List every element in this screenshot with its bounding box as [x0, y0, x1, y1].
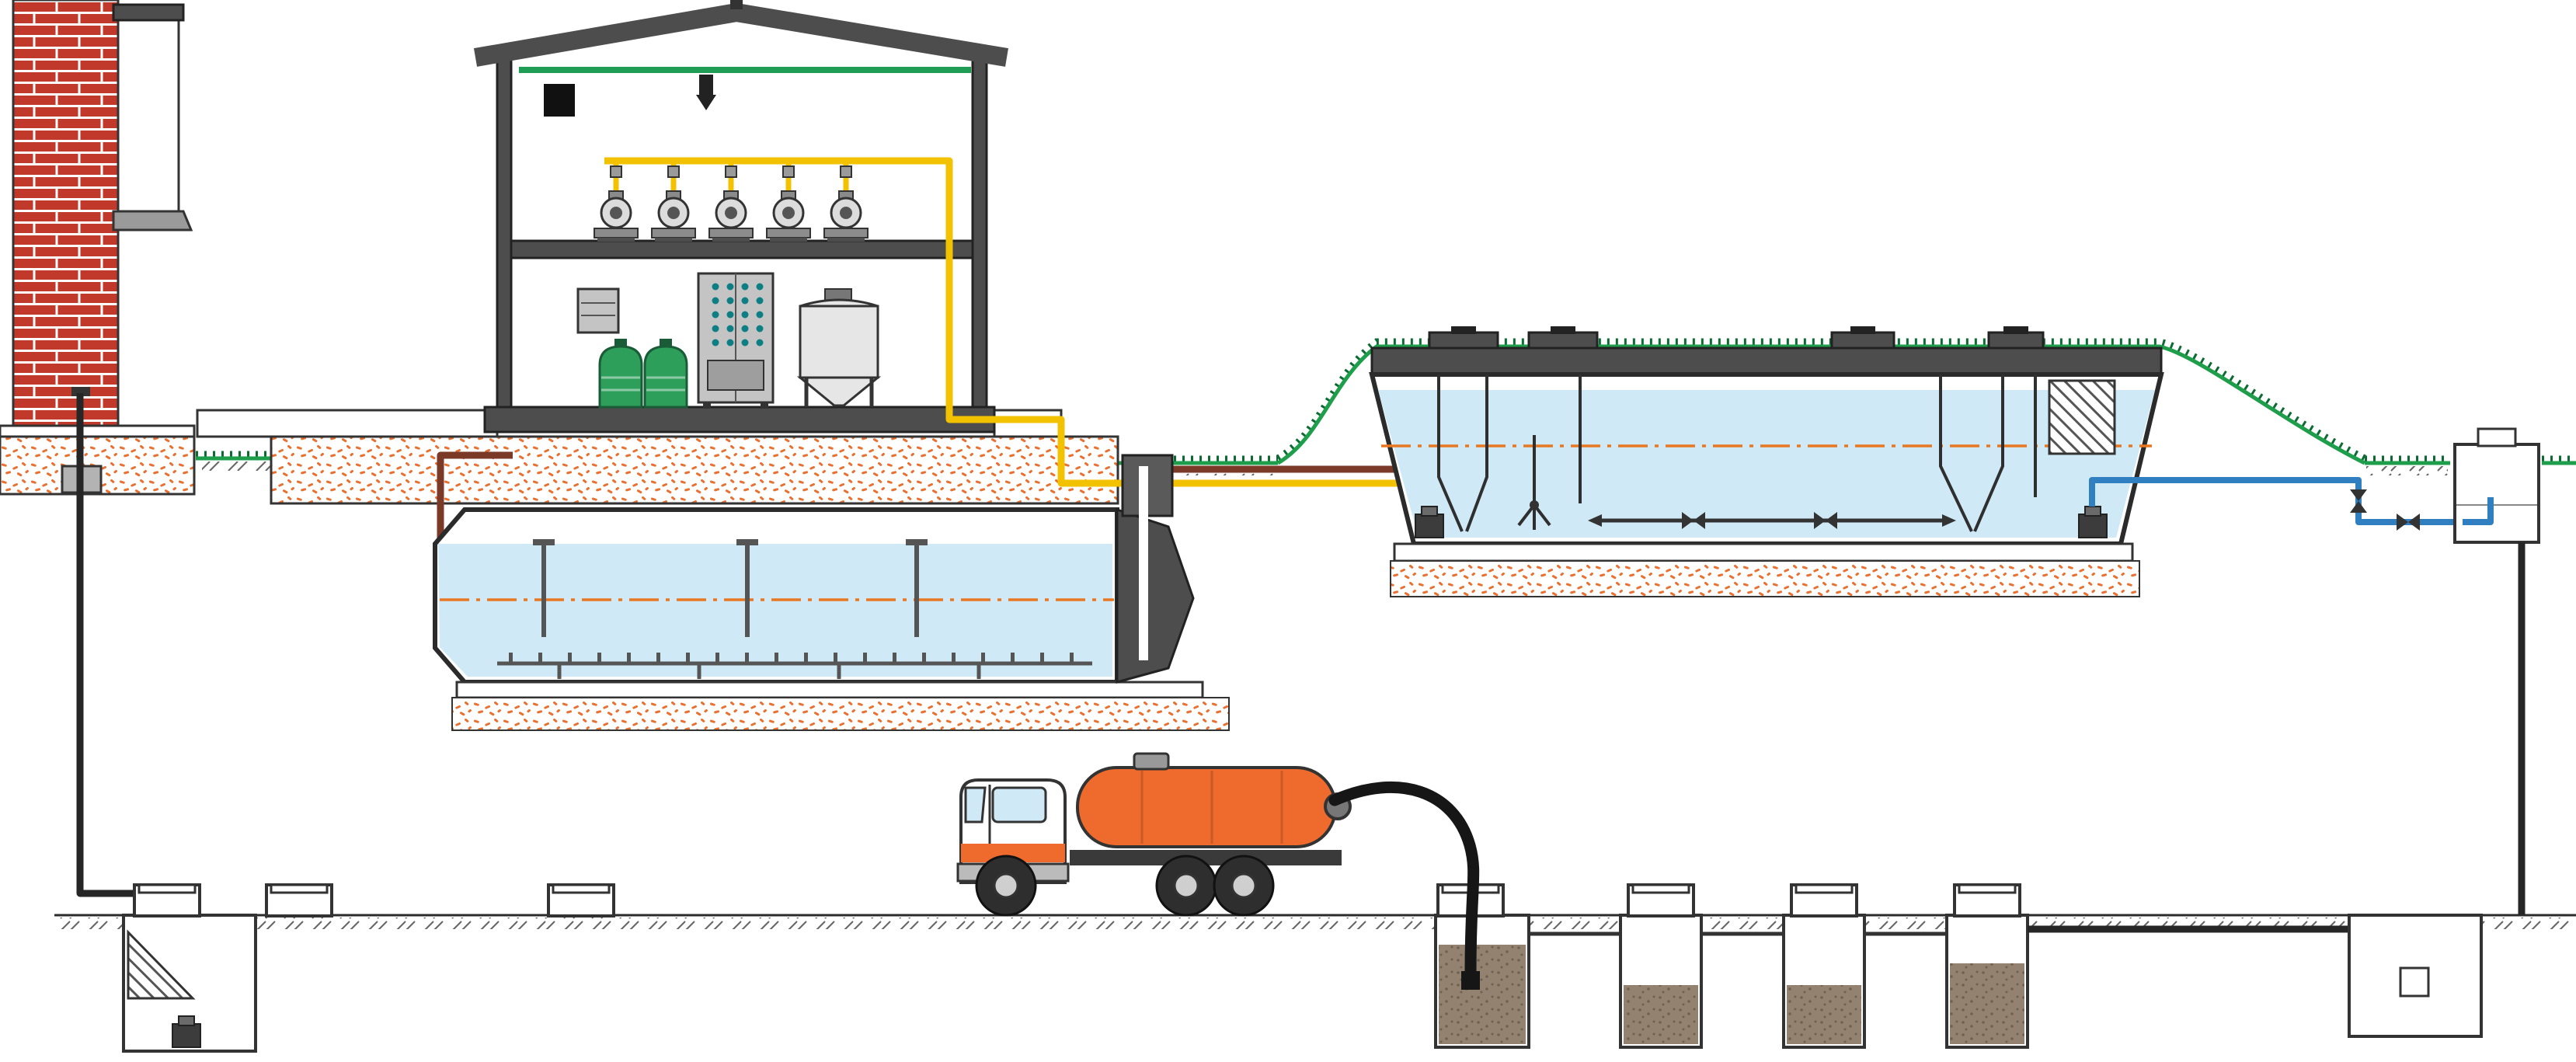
manhole-collar — [133, 883, 201, 917]
ceiling-valve — [696, 75, 716, 110]
electrical-box — [544, 84, 575, 117]
soil-hatch-right — [2366, 466, 2448, 475]
chimney-annex-tower — [117, 16, 180, 213]
cabinet-buttons — [705, 281, 766, 353]
blower-building — [196, 0, 1408, 547]
outlet-structure — [2089, 427, 2540, 1038]
downpipe-flange — [71, 387, 90, 396]
manhole-collar — [1790, 883, 1858, 917]
mixer-body — [799, 305, 879, 379]
effluent-valve-1 — [2350, 489, 2367, 513]
vacuum-truck — [956, 752, 1480, 990]
outlet-chamber-body — [2453, 443, 2540, 544]
right-discharge-chamber — [2348, 914, 2483, 1038]
inlet-pipe-to-primary-tank — [437, 451, 513, 547]
mixing-tank — [796, 288, 882, 407]
side-window — [991, 786, 1047, 823]
annex-cap — [112, 3, 185, 22]
bar-screen — [127, 929, 196, 1000]
tank-ribs — [601, 376, 685, 392]
sludge-fill-1 — [1439, 945, 1526, 1044]
primary-settling-tank — [433, 454, 1408, 731]
aeration-supports — [557, 665, 981, 679]
primary-tank-slab — [455, 681, 1204, 699]
primary-tank-water — [438, 544, 1112, 677]
lamella-separator — [2048, 379, 2116, 455]
outlet-internal-pipe — [2463, 497, 2494, 525]
tank-hatch — [1133, 752, 1170, 771]
building-left-wall — [496, 45, 513, 434]
sludge-fill-4 — [1950, 963, 2024, 1044]
annex-ledge — [112, 210, 193, 232]
effluent-valve-2 — [2397, 514, 2420, 531]
cabinet-lower-panel — [707, 360, 764, 391]
manhole-collar — [547, 883, 615, 917]
suction-hose — [1328, 781, 1480, 979]
chemical-tanks — [598, 339, 688, 409]
platform-block-right — [993, 409, 1063, 438]
primary-tank-gravel — [451, 697, 1230, 731]
roof-vent — [730, 0, 743, 9]
building-roof — [473, 2, 1008, 67]
submersible-mixer — [1517, 435, 1551, 530]
grass-tufts-mound — [1276, 338, 2367, 462]
building-foundation-gravel — [270, 435, 1119, 505]
building-right-wall — [971, 45, 988, 434]
building-floor-slab — [483, 406, 996, 434]
discharge-chamber-sump — [2399, 966, 2430, 998]
sludge-fill-3 — [1787, 985, 1861, 1044]
building-mid-slab — [510, 239, 974, 259]
aeration-tank-gravel — [1390, 560, 2140, 597]
mixer-legs — [804, 378, 874, 407]
tank-cap-1 — [614, 339, 627, 346]
chimney-brick-shaft — [12, 0, 120, 434]
truck-tank — [1076, 766, 1337, 848]
truck-chassis — [1070, 850, 1342, 865]
foundation-duct-left — [196, 409, 499, 438]
surface-manholes-left — [133, 883, 615, 917]
aeration-tank-slab — [1393, 542, 2134, 562]
clarifier-hopper-left — [1939, 374, 1973, 532]
clarifier-hopper-right — [1973, 374, 2004, 532]
aeration-tank-water — [1378, 390, 2155, 538]
manhole-collar — [265, 883, 333, 917]
tank-internals — [1415, 374, 2116, 538]
inlet-baffle-right — [1465, 374, 1488, 532]
outlet-chamber-collar — [2477, 427, 2517, 447]
control-cabinet — [697, 272, 775, 409]
manhole-collar — [1627, 883, 1695, 917]
effluent-pipe — [2089, 477, 2456, 525]
air-manifold-pipe — [604, 157, 1408, 487]
brick-chimney — [0, 0, 196, 496]
tank-cover — [1370, 346, 2163, 376]
mixer-cone — [796, 376, 882, 407]
riser-pipes — [533, 539, 928, 637]
chimney-foundation-slab — [0, 424, 196, 438]
windshield — [964, 786, 987, 823]
wall-panel — [576, 287, 620, 334]
inlet-baffle-left — [1437, 374, 1464, 532]
pipe-to-right-chamber — [2028, 925, 2364, 952]
sludge-chambers — [1434, 883, 2364, 1049]
hose-nozzle — [1461, 971, 1480, 990]
aeration-tank — [1369, 326, 2164, 597]
manhole-collar — [1953, 883, 2021, 917]
outlet-wedge — [1116, 507, 1195, 684]
tank-weld-lines — [1140, 771, 1283, 844]
tank-cap-2 — [660, 339, 672, 346]
grass-mound — [1276, 344, 2366, 465]
inlet-pit — [122, 914, 257, 1053]
sludge-fill-2 — [1624, 985, 1698, 1044]
truck-wheels — [975, 855, 1275, 917]
